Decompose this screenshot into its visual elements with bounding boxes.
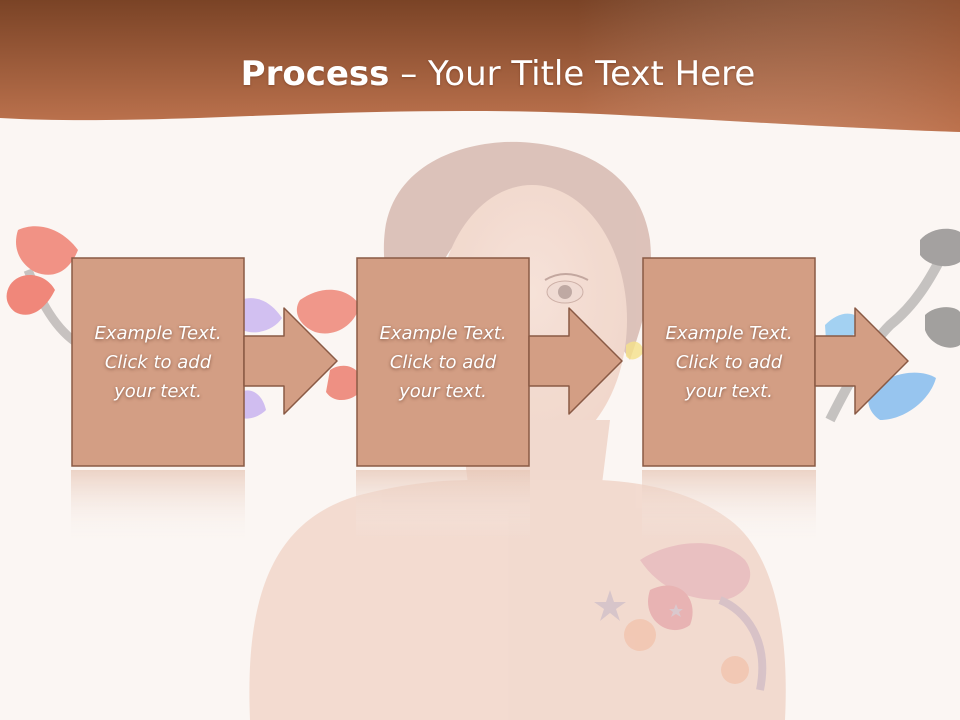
ribbons-picture — [6, 226, 960, 423]
step-1-line-1: Example Text. — [94, 322, 222, 344]
slide-title[interactable]: Process – Your Title Text Here — [0, 52, 960, 96]
process-step-3-text[interactable]: Example Text. Click to add your text. — [643, 258, 815, 466]
title-rest-text: Your Title Text Here — [428, 54, 756, 94]
box-reflections — [71, 470, 816, 540]
process-step-1-shape — [71, 257, 338, 467]
title-separator: – — [389, 54, 429, 94]
process-step-3-shape — [642, 257, 909, 467]
process-step-2-shape — [356, 257, 623, 467]
step-3-line-3: your text. — [685, 380, 773, 402]
step-3-line-1: Example Text. — [665, 322, 793, 344]
step-1-line-2: Click to add — [104, 351, 212, 373]
step-2-line-3: your text. — [399, 380, 487, 402]
step-1-line-3: your text. — [114, 380, 202, 402]
process-step-2-text[interactable]: Example Text. Click to add your text. — [357, 258, 529, 466]
title-bold-text: Process — [240, 54, 390, 94]
process-step-1-text[interactable]: Example Text. Click to add your text. — [72, 258, 244, 466]
step-3-line-2: Click to add — [675, 351, 783, 373]
step-2-line-1: Example Text. — [379, 322, 507, 344]
step-2-line-2: Click to add — [389, 351, 497, 373]
